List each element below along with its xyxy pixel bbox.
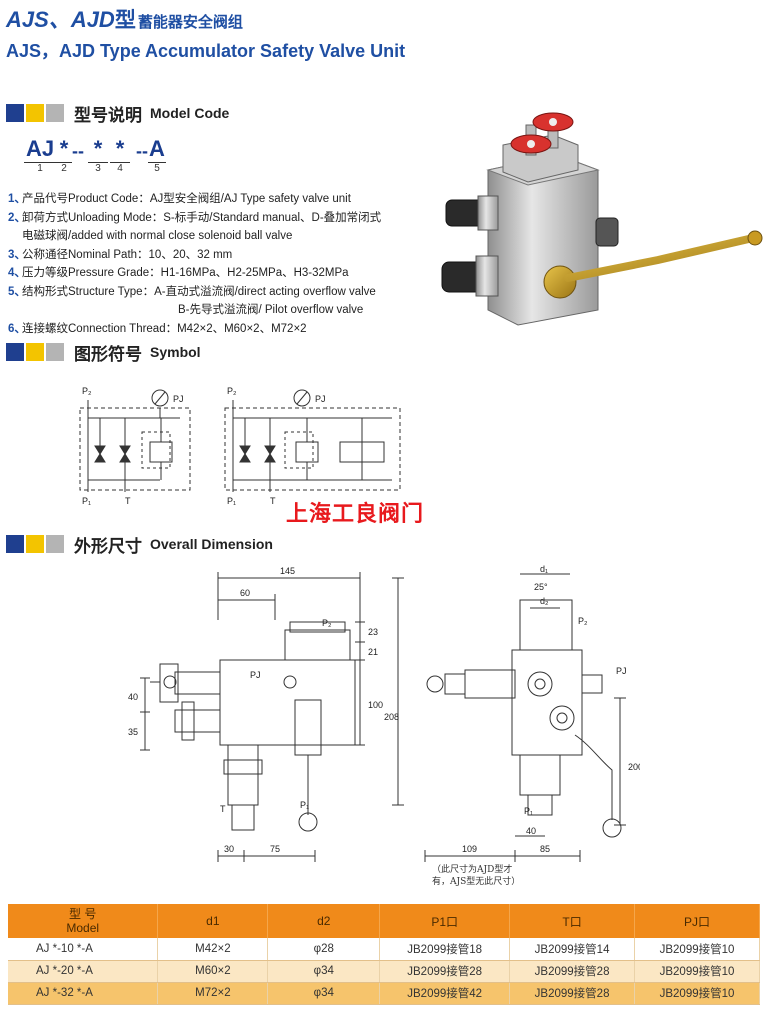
symbol-label-t: T — [125, 496, 131, 506]
dim-23: 23 — [368, 627, 378, 637]
list-item: 3、公称通径Nominal Path：10、20、32 mm — [8, 248, 233, 261]
list-item: 1、产品代号Product Code：AJ型安全阀组/AJ Type safet… — [8, 193, 351, 205]
section-marker-gray — [46, 343, 64, 361]
dim-40: 40 — [128, 692, 138, 702]
symbol-label-p2: P₂ — [82, 386, 92, 396]
symbol-label-p2-b: P₂ — [227, 386, 237, 396]
list-item: 2、卸荷方式Unloading Mode：S-标手动/Standard manu… — [8, 211, 382, 224]
list-item: 6、连接螺纹Connection Thread：M42×2、M60×2、M72×… — [8, 322, 307, 335]
section-title-cn: 型号说明 — [74, 105, 142, 126]
symbol-label-p1: P₁ — [82, 496, 91, 506]
dimension-note: （此尺寸为AJD型才 有，AJS型无此尺寸） — [432, 865, 521, 887]
product-photo — [441, 112, 763, 326]
section-marker-yellow — [26, 535, 44, 553]
list-item-continuation: 电磁球阀/added with normal close solenoid ba… — [22, 230, 293, 242]
table-row: AJ *-20 *-A M60×2 φ34 JB2099接管28 JB2099接… — [8, 960, 760, 983]
section-dimension: 外形尺寸 Overall Dimension — [6, 533, 273, 557]
section-model-code: 型号说明 Model Code — [6, 102, 230, 126]
title-cn-text: 蓄能器安全阀组 — [137, 13, 243, 31]
dimension-drawing: 145 60 P₂ 23 21 PJ 100 40 35 T P₁ 30 75 … — [128, 564, 640, 862]
dim-85: 85 — [540, 844, 550, 854]
list-item-continuation: B-先导式溢流阀/ Pilot overflow valve — [178, 304, 364, 316]
section-title-en: Symbol — [150, 344, 201, 360]
col-d1: d1 — [157, 904, 269, 938]
dim-208: 208 — [384, 712, 399, 722]
model-code-part-2: *2 — [56, 136, 72, 174]
symbol-ajs — [79, 389, 191, 492]
section-marker-blue — [6, 535, 24, 553]
dim-d1: d₁ — [540, 564, 548, 574]
list-item: 5、结构形式Structure Type：A-直动式溢流阀/direct act… — [8, 285, 376, 298]
side-view — [392, 573, 626, 862]
dim-75: 75 — [270, 844, 280, 854]
label-p1-front: P₁ — [300, 800, 309, 810]
symbol-label-pj: PJ — [173, 394, 184, 404]
model-code-sep-2: -- — [136, 141, 148, 161]
section-title-en: Overall Dimension — [150, 536, 273, 552]
model-code-part-3: *3 — [88, 136, 108, 174]
page-title-en: AJS，AJD Type Accumulator Safety Valve Un… — [6, 41, 406, 61]
dim-21: 21 — [368, 647, 378, 657]
page-title-cn: AJS 、 AJD 型 蓄能器安全阀组 — [6, 2, 243, 32]
dim-100: 100 — [368, 700, 383, 710]
label-pj-front: PJ — [250, 670, 261, 680]
table-row: AJ *-10 *-A M42×2 φ28 JB2099接管18 JB2099接… — [8, 938, 760, 961]
col-d2: d2 — [267, 904, 381, 938]
section-marker-yellow — [26, 104, 44, 122]
section-marker-blue — [6, 343, 24, 361]
type-char: 型 — [114, 8, 136, 32]
dim-d2: d₂ — [540, 596, 549, 606]
section-marker-gray — [46, 535, 64, 553]
dim-60: 60 — [240, 588, 250, 598]
section-marker-blue — [6, 104, 24, 122]
dim-200: 200 — [628, 762, 640, 772]
dim-109: 109 — [462, 844, 477, 854]
symbol-label-p1-b: P₁ — [227, 496, 236, 506]
model-code-list: 1、产品代号Product Code：AJ型安全阀组/AJ Type safet… — [8, 190, 428, 338]
dim-25deg: 25° — [534, 582, 548, 592]
dim-35: 35 — [128, 727, 138, 737]
title-separator: 、 — [48, 7, 71, 32]
label-p2-side: P₂ — [578, 616, 588, 626]
symbol-label-pj-b: PJ — [315, 394, 326, 404]
symbol-labels: P₂ PJ P₁ T P₂ PJ P₁ T — [82, 386, 326, 506]
col-p1: P1口 — [379, 904, 511, 938]
front-view — [140, 572, 365, 862]
col-t: T口 — [509, 904, 636, 938]
label-t-front: T — [220, 804, 226, 814]
section-symbol: 图形符号 Symbol — [6, 341, 201, 365]
label-p1-side: P₁ — [524, 806, 533, 816]
brand-ajs: AJS — [6, 7, 49, 32]
section-title-en: Model Code — [150, 105, 230, 121]
company-watermark: 上海工良阀门 — [286, 502, 425, 527]
section-marker-gray — [46, 104, 64, 122]
table-row: AJ *-32 *-A M72×2 φ34 JB2099接管42 JB2099接… — [8, 982, 760, 1005]
dim-30: 30 — [224, 844, 234, 854]
hydraulic-symbols: P₂ PJ P₁ T P₂ PJ P₁ T — [79, 386, 401, 506]
list-item: 4、压力等级Pressure Grade：H1-16MPa、H2-25MPa、H… — [8, 267, 349, 279]
dim-40-side: 40 — [526, 826, 536, 836]
col-pj: PJ口 — [634, 904, 760, 938]
section-marker-yellow — [26, 343, 44, 361]
model-code-sep-1: -- — [72, 141, 84, 161]
symbol-ajd — [224, 389, 401, 492]
dimension-labels: 145 60 P₂ 23 21 PJ 100 40 35 T P₁ 30 75 … — [128, 564, 640, 854]
section-title-cn: 外形尺寸 — [74, 536, 142, 557]
symbol-label-t-b: T — [270, 496, 276, 506]
label-pj-side: PJ — [616, 666, 627, 676]
model-code-part-4: *4 — [110, 136, 130, 174]
label-p2-front: P₂ — [322, 618, 332, 628]
dim-145: 145 — [280, 566, 295, 576]
section-title-cn: 图形符号 — [74, 344, 142, 365]
brand-ajd: AJD — [70, 7, 115, 32]
